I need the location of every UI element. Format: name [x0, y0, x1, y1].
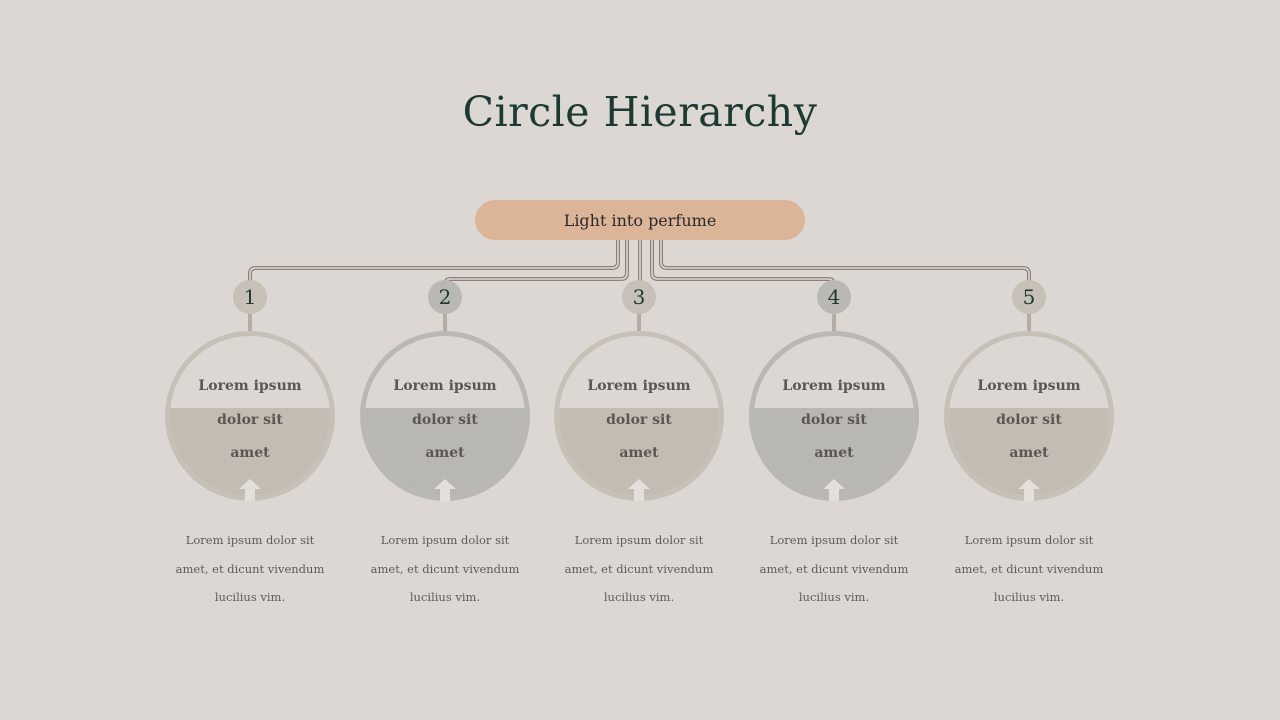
- up-arrow-shape: [434, 479, 456, 501]
- connector-4-inner: [651, 240, 835, 286]
- node-label-line: amet: [619, 445, 659, 461]
- up-arrow-icon: [1018, 479, 1040, 501]
- node-circle-5[interactable]: Lorem ipsum dolor sit amet: [944, 331, 1114, 501]
- node-number-5: 5: [1012, 280, 1046, 314]
- node-number-1: 1: [233, 280, 267, 314]
- up-arrow-icon: [628, 479, 650, 501]
- root-node[interactable]: Light into perfume: [475, 200, 805, 240]
- node-description-line: lucilius vim.: [798, 590, 870, 604]
- node-description-line: amet, et dicunt vivendum: [370, 561, 520, 576]
- node-number-2: 2: [428, 280, 462, 314]
- node-label-line: dolor sit: [412, 411, 478, 428]
- node-label-line: dolor sit: [217, 411, 283, 428]
- node-label-line: dolor sit: [606, 411, 672, 428]
- node-description-line: amet, et dicunt vivendum: [759, 561, 909, 576]
- up-arrow-icon: [239, 479, 261, 501]
- node-description-3: Lorem ipsum dolor sit amet, et dicunt viv…: [554, 526, 724, 612]
- up-arrow-icon: [434, 479, 456, 501]
- node-label-line: Lorem ipsum: [782, 378, 886, 394]
- node-description-line: lucilius vim.: [603, 590, 675, 604]
- node-label-line: dolor sit: [996, 411, 1062, 428]
- node-label-1: Lorem ipsum dolor sit amet: [170, 370, 330, 471]
- up-arrow-shape: [239, 479, 261, 501]
- connector-5-inner: [660, 240, 1030, 281]
- connector-5: [659, 240, 1031, 281]
- node-circle-4[interactable]: Lorem ipsum dolor sit amet: [749, 331, 919, 501]
- node-description-line: lucilius vim.: [214, 590, 286, 604]
- node-label-line: amet: [230, 445, 270, 461]
- node-label-line: amet: [814, 445, 854, 461]
- node-description-4: Lorem ipsum dolor sit amet, et dicunt viv…: [749, 526, 919, 612]
- node-description-line: Lorem ipsum dolor sit: [964, 533, 1094, 547]
- up-arrow-shape: [628, 479, 650, 501]
- node-description-line: lucilius vim.: [993, 590, 1065, 604]
- node-circle-1[interactable]: Lorem ipsum dolor sit amet: [165, 331, 335, 501]
- node-description-2: Lorem ipsum dolor sit amet, et dicunt viv…: [360, 526, 530, 612]
- node-label-line: Lorem ipsum: [977, 378, 1081, 394]
- node-circle-3[interactable]: Lorem ipsum dolor sit amet: [554, 331, 724, 501]
- node-number-3: 3: [622, 280, 656, 314]
- node-description-1: Lorem ipsum dolor sit amet, et dicunt viv…: [165, 526, 335, 612]
- node-description-5: Lorem ipsum dolor sit amet, et dicunt viv…: [944, 526, 1114, 612]
- node-description-line: lucilius vim.: [409, 590, 481, 604]
- up-arrow-icon: [823, 479, 845, 501]
- node-description-line: amet, et dicunt vivendum: [954, 561, 1104, 576]
- node-description-line: Lorem ipsum dolor sit: [185, 533, 315, 547]
- node-description-line: Lorem ipsum dolor sit: [769, 533, 899, 547]
- root-label: Light into perfume: [563, 210, 717, 230]
- node-description-line: amet, et dicunt vivendum: [564, 561, 714, 576]
- node-label-4: Lorem ipsum dolor sit amet: [754, 370, 914, 471]
- node-label-line: Lorem ipsum: [198, 378, 302, 394]
- up-arrow-shape: [1018, 479, 1040, 501]
- node-label-5: Lorem ipsum dolor sit amet: [949, 370, 1109, 471]
- node-description-line: amet, et dicunt vivendum: [175, 561, 325, 576]
- node-label-3: Lorem ipsum dolor sit amet: [559, 370, 719, 471]
- node-description-line: Lorem ipsum dolor sit: [574, 533, 704, 547]
- page-title: Circle Hierarchy: [462, 88, 818, 136]
- up-arrow-shape: [823, 479, 845, 501]
- node-label-2: Lorem ipsum dolor sit amet: [365, 370, 525, 471]
- node-label-line: Lorem ipsum: [587, 378, 691, 394]
- connector-1-inner: [249, 240, 619, 281]
- node-number-4: 4: [817, 280, 851, 314]
- node-label-line: amet: [425, 445, 465, 461]
- connector-1: [248, 240, 620, 281]
- node-description-line: Lorem ipsum dolor sit: [380, 533, 510, 547]
- node-label-line: amet: [1009, 445, 1049, 461]
- node-circle-2[interactable]: Lorem ipsum dolor sit amet: [360, 331, 530, 501]
- node-label-line: dolor sit: [801, 411, 867, 428]
- node-label-line: Lorem ipsum: [393, 378, 497, 394]
- connector-2-inner: [444, 240, 628, 286]
